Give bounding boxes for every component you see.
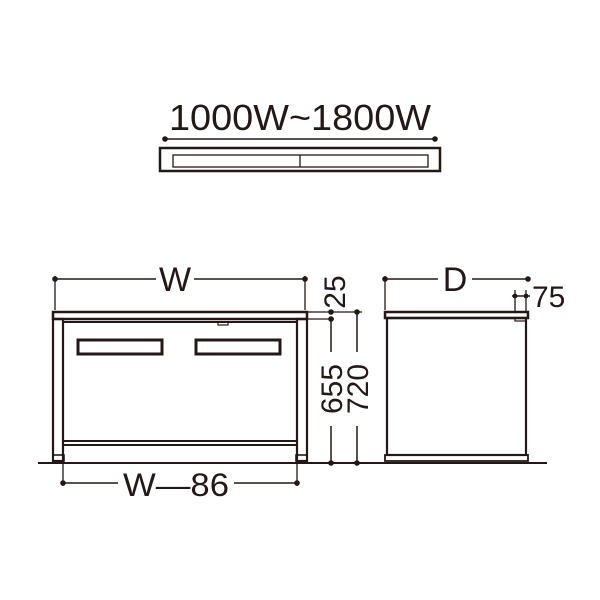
right-drawer-slot — [194, 338, 282, 356]
top-view: 1000W~1800W — [158, 97, 442, 173]
total-height-label: 720 — [342, 364, 375, 414]
width-range-label: 1000W~1800W — [169, 97, 431, 138]
width-range-dimension-line — [162, 136, 438, 142]
desk-front-outline — [51, 310, 309, 463]
side-view: D 75 — [382, 260, 565, 462]
inner-width-dimension: W—86 — [60, 452, 300, 503]
height-dimensions: 25 655 720 — [307, 275, 375, 466]
desk-top-plan-outline — [158, 146, 442, 173]
width-label: W — [159, 261, 191, 299]
top-offset-dimension: 75 — [512, 281, 565, 314]
width-dimension: W — [52, 260, 308, 310]
inner-width-label: W—86 — [123, 467, 229, 503]
top-thickness-label: 25 — [319, 275, 352, 308]
opening-height-label: 655 — [316, 364, 349, 414]
top-offset-label: 75 — [532, 281, 565, 314]
front-view: W — [51, 260, 375, 503]
depth-dimension: D — [382, 260, 531, 310]
desk-side-outline — [383, 310, 530, 462]
depth-label: D — [443, 261, 468, 299]
left-drawer-slot — [76, 338, 164, 356]
